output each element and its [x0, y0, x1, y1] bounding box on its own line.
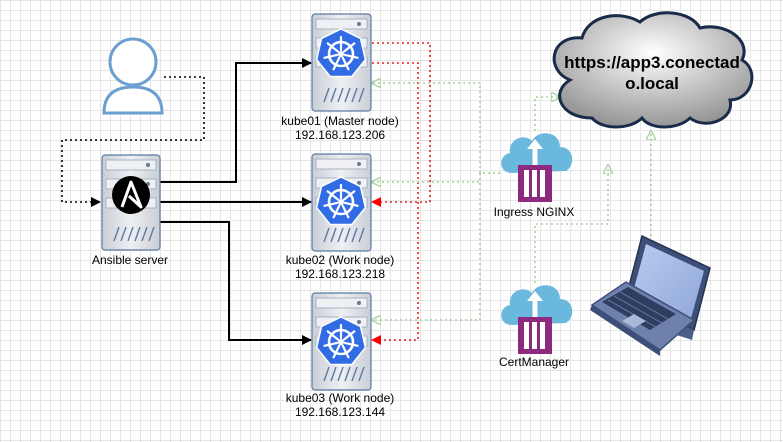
kubernetes-icon — [315, 176, 367, 226]
ansible-server-label: Ansible server — [92, 253, 168, 267]
ingress-to-kube03-connector — [372, 173, 481, 320]
cloud-icon: https://app3.conectad o.local — [552, 11, 754, 129]
user-icon — [102, 37, 164, 115]
kubernetes-icon — [315, 316, 367, 366]
url-line1: https://app3.conectad — [564, 53, 740, 72]
laptop-icon — [590, 234, 711, 356]
kube02-ip: 192.168.123.218 — [295, 267, 385, 281]
ansible-server — [101, 154, 161, 251]
url-cloud-shape — [552, 11, 754, 129]
kube03-server — [311, 292, 372, 391]
kube02-server — [311, 153, 372, 252]
ansible-to-kube03-connector — [160, 221, 312, 345]
ingress-icon — [518, 291, 552, 354]
ingress-icon — [518, 139, 552, 202]
kube01-name: kube01 (Master node) — [281, 114, 398, 128]
ingress-nginx-label: Ingress NGINX — [494, 205, 575, 219]
master-to-kube03-connector — [371, 62, 419, 345]
kube03-name: kube03 (Work node) — [286, 391, 395, 405]
ansible-logo-icon — [112, 176, 150, 214]
ansible-to-kube01-connector — [160, 58, 312, 183]
kube01-server — [311, 13, 372, 112]
ingress-to-kube02-connector — [372, 172, 500, 182]
kube03-ip: 192.168.123.144 — [295, 405, 385, 419]
kube01-ip: 192.168.123.206 — [295, 128, 385, 142]
ingress-to-cloud-connector — [534, 97, 560, 131]
master-to-kube02-connector — [371, 42, 431, 207]
kube02-name: kube02 (Work node) — [286, 253, 395, 267]
certmanager-to-ingress-connector — [534, 165, 608, 283]
url-line2: o.local — [625, 74, 679, 93]
certmanager-label: CertManager — [499, 355, 569, 369]
connectors — [61, 42, 651, 345]
ingress-to-kube01-connector — [372, 83, 500, 174]
ingress-nginx — [501, 133, 573, 202]
certmanager — [501, 285, 573, 354]
kubernetes-icon — [315, 28, 367, 78]
